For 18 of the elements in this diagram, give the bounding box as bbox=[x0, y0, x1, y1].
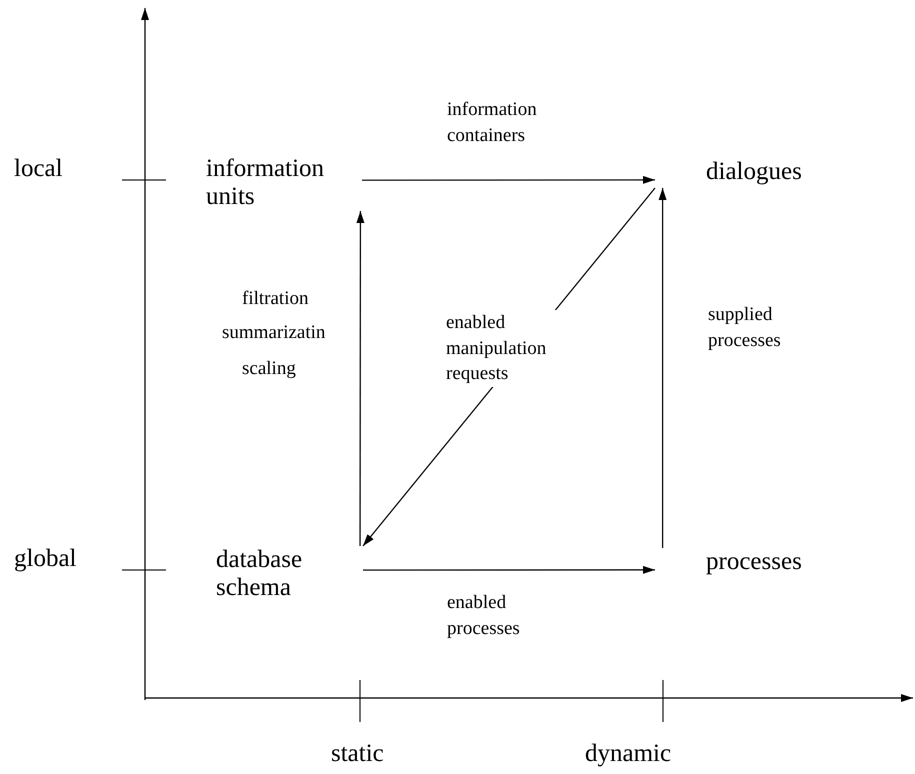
arrow bbox=[362, 176, 655, 184]
arrow bbox=[363, 566, 655, 574]
arrow bbox=[356, 211, 364, 546]
axis-label: global bbox=[14, 545, 76, 573]
edge-label: supplied processes bbox=[708, 303, 782, 353]
concept-label: dialogues bbox=[655, 158, 845, 188]
edge-label: enabled processes bbox=[447, 591, 521, 641]
axis-label: dynamic bbox=[585, 740, 672, 768]
axis-label: static bbox=[331, 740, 384, 768]
arrow bbox=[658, 188, 667, 548]
concept-label: database schema bbox=[216, 546, 363, 602]
axis-label: filtration bbox=[242, 288, 308, 310]
concept-label: processes bbox=[655, 548, 845, 578]
concept-label: information units bbox=[206, 155, 362, 211]
edge-label: information containers bbox=[447, 98, 538, 148]
axis-label: scaling bbox=[242, 358, 296, 380]
axis-label: local bbox=[14, 155, 63, 183]
axis-label: summarizatin bbox=[222, 322, 326, 344]
